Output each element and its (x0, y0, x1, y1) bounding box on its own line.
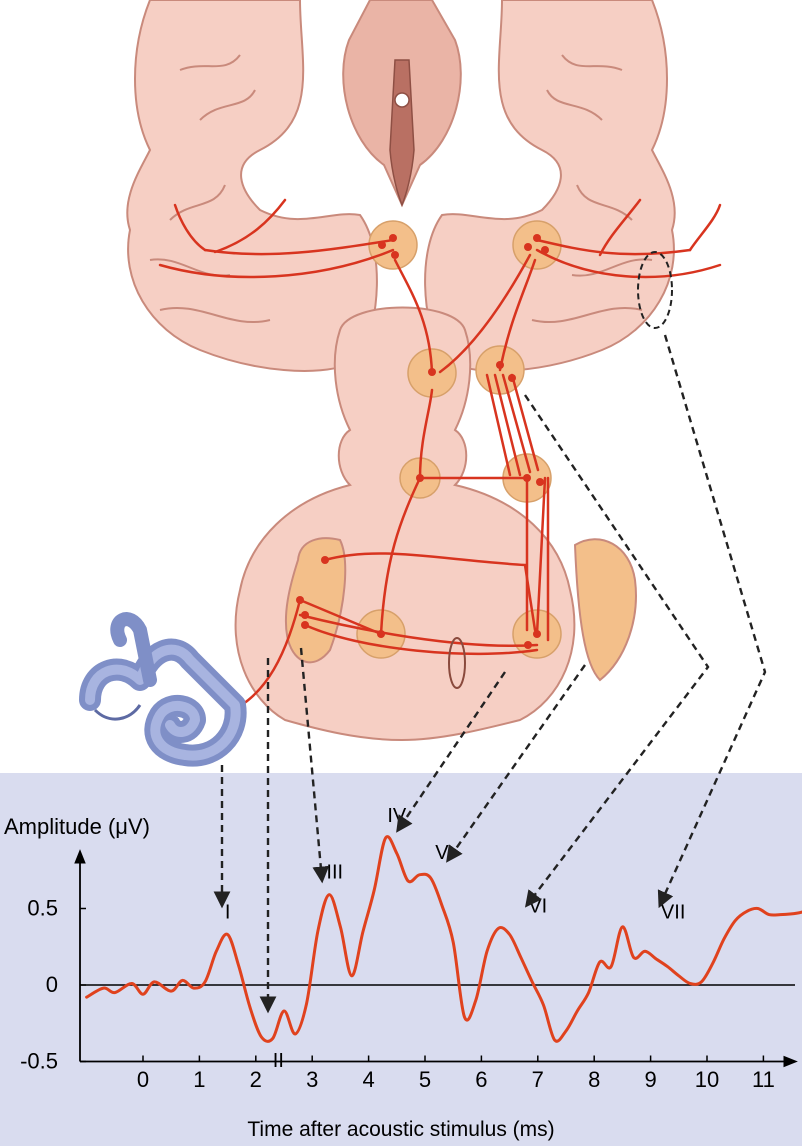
wave-label-II: II (273, 1050, 284, 1072)
wave-label-I: I (225, 902, 231, 924)
x-tick-label: 4 (362, 1067, 374, 1092)
right-lateral-lobe (575, 539, 636, 680)
left-hemisphere (127, 0, 377, 371)
y-axis-label: Amplitude (μV) (4, 814, 150, 839)
x-tick-label: 10 (695, 1067, 719, 1092)
x-tick-label: 8 (588, 1067, 600, 1092)
wave-label-V: V (435, 842, 449, 864)
x-tick-label: 9 (644, 1067, 656, 1092)
y-tick-label: 0.5 (27, 896, 58, 921)
wave-label-VI: VI (528, 895, 547, 917)
wave-label-IV: IV (387, 805, 407, 827)
x-tick-label: 3 (306, 1067, 318, 1092)
x-axis-label: Time after acoustic stimulus (ms) (247, 1118, 554, 1141)
right-hemisphere (425, 0, 675, 371)
x-tick-label: 7 (532, 1067, 544, 1092)
y-tick-label: 0 (46, 972, 58, 997)
wave-label-III: III (326, 862, 343, 884)
x-tick-label: 6 (475, 1067, 487, 1092)
cochlea-icon (90, 619, 236, 756)
y-tick-label: -0.5 (20, 1049, 58, 1074)
left-medial-geniculate (369, 221, 417, 269)
x-tick-label: 2 (250, 1067, 262, 1092)
x-tick-label: 11 (752, 1067, 775, 1092)
x-tick-label: 1 (193, 1067, 205, 1092)
ventricle-bubble (395, 93, 409, 107)
x-tick-label: 5 (419, 1067, 431, 1092)
x-tick-label: 0 (137, 1067, 149, 1092)
wave-label-VII: VII (661, 902, 685, 924)
